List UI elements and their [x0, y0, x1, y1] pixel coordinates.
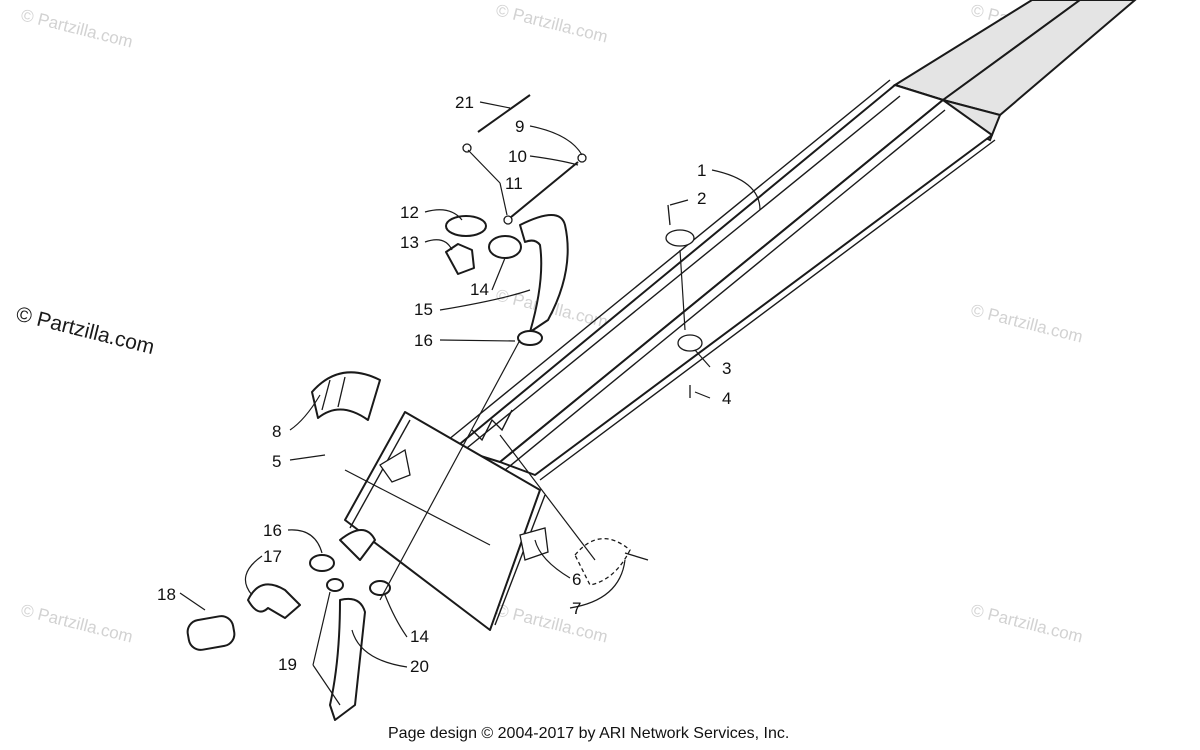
- callout-13: 13: [400, 233, 419, 252]
- callout-3: 3: [722, 359, 731, 378]
- shield-part-8: [311, 371, 381, 421]
- watermark: © Partzilla.com: [969, 300, 1085, 346]
- callout-14-top: 14: [470, 280, 489, 299]
- filler-neck-part-13: [445, 215, 522, 275]
- callout-10: 10: [508, 147, 527, 166]
- callout-16-top: 16: [414, 331, 433, 350]
- footer-copyright: Page design © 2004-2017 by ARI Network S…: [388, 725, 789, 742]
- watermark: © Partzilla.com: [494, 0, 610, 46]
- callout-17: 17: [263, 547, 282, 566]
- callout-18: 18: [157, 585, 176, 604]
- watermark: © Partzilla.com: [19, 600, 135, 646]
- leader-lines: [179, 101, 761, 706]
- callout-16-bottom: 16: [263, 521, 282, 540]
- heat-exchanger-part-1: [447, 0, 1137, 481]
- callout-4: 4: [722, 389, 731, 408]
- callouts: 1 2 3 4 5 6 7 8 9 10 11 12 13 14 14 15 1…: [157, 93, 731, 676]
- callout-8: 8: [272, 422, 281, 441]
- callout-11: 11: [505, 174, 523, 193]
- rod-part-21: [462, 94, 587, 225]
- callout-12: 12: [400, 203, 419, 222]
- watermark: © Partzilla.com: [494, 600, 610, 646]
- callout-1: 1: [697, 161, 706, 180]
- callout-21: 21: [455, 93, 474, 112]
- watermark-main: © Partzilla.com: [14, 303, 157, 360]
- callout-9: 9: [515, 117, 524, 136]
- lower-hoses: [186, 529, 391, 721]
- watermark: © Partzilla.com: [969, 600, 1085, 646]
- callout-14-bottom: 14: [410, 627, 429, 646]
- callout-20: 20: [410, 657, 429, 676]
- side-bracket-part-6: [519, 527, 649, 586]
- callout-6: 6: [572, 570, 581, 589]
- callout-7: 7: [572, 599, 581, 618]
- watermark: © Partzilla.com: [19, 5, 135, 51]
- callout-2: 2: [697, 189, 706, 208]
- hose-part-15: [517, 214, 569, 346]
- callout-15: 15: [414, 300, 433, 319]
- callout-5: 5: [272, 452, 281, 471]
- callout-19: 19: [278, 655, 297, 674]
- brackets: [665, 204, 703, 398]
